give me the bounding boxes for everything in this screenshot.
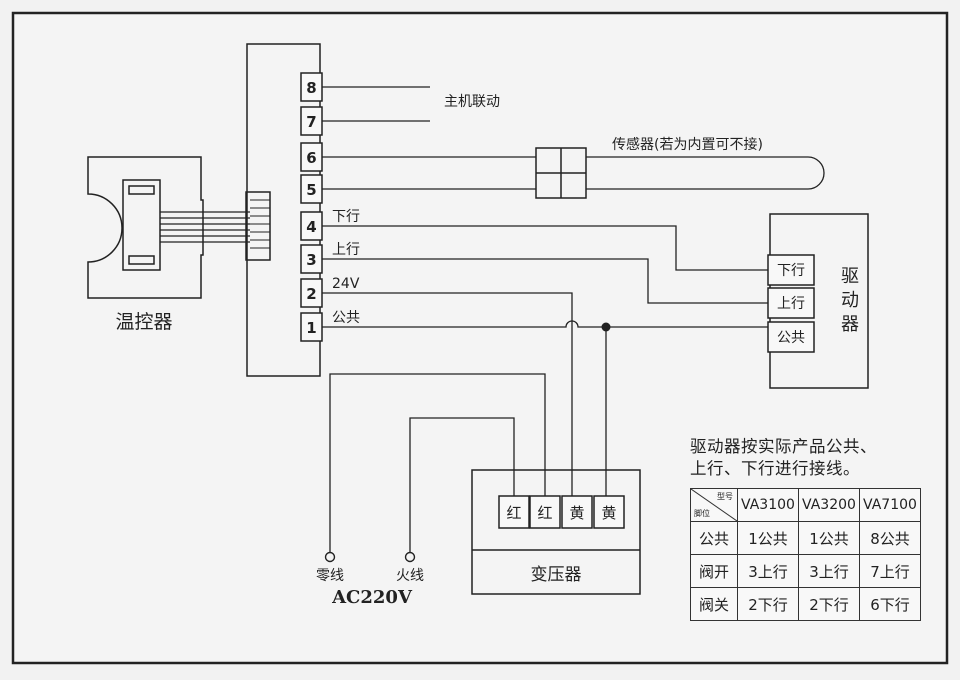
table-row: 公共 1公共 1公共 8公共 bbox=[690, 521, 921, 555]
transformer-label: 变压器 bbox=[531, 565, 582, 585]
row-header: 公共 bbox=[690, 521, 738, 555]
table-row: 阀开 3上行 3上行 7上行 bbox=[690, 554, 921, 588]
driver-terminal-box bbox=[767, 254, 815, 286]
corner-bottom-label: 脚位 bbox=[694, 509, 710, 518]
thermostat-label: 温控器 bbox=[115, 311, 172, 333]
pin-label: 下行 bbox=[332, 209, 360, 225]
thermostat-cable bbox=[160, 211, 250, 243]
connector-strip: 8 7 6 5 4 3 2 1 bbox=[246, 43, 323, 377]
wire-pin1-common bbox=[322, 320, 768, 328]
wires bbox=[322, 86, 825, 552]
table-header-row: 型号 脚位 VA3100 VA3200 VA7100 bbox=[690, 488, 921, 522]
note-line-2: 上行、下行进行接线。 bbox=[690, 459, 860, 478]
driver-note: 驱动器按实际产品公共、 上行、下行进行接线。 bbox=[690, 436, 950, 480]
transformer-body bbox=[471, 469, 641, 595]
table-cell: 3上行 bbox=[737, 554, 799, 588]
connector-pin-number: 5 bbox=[306, 181, 316, 199]
transformer-terminal-label: 黄 bbox=[569, 504, 584, 522]
cable-plug bbox=[245, 191, 271, 261]
transformer-terminal-box bbox=[561, 495, 593, 529]
wire-pin3-up bbox=[322, 258, 768, 304]
sensor-loop bbox=[586, 156, 825, 190]
transformer-terminal-label: 红 bbox=[506, 504, 521, 522]
model-header: VA3200 bbox=[798, 488, 860, 522]
live-terminal-icon bbox=[404, 551, 416, 563]
model-pin-table: 型号 脚位 VA3100 VA3200 VA7100 公共 1公共 1公共 8公… bbox=[690, 488, 921, 621]
host-link-label: 主机联动 bbox=[444, 94, 500, 110]
table-cell: 2下行 bbox=[737, 587, 799, 621]
thermostat-body bbox=[87, 156, 204, 299]
supply-label: AC220V bbox=[331, 587, 413, 608]
transformer-terminals: 红红黄黄 bbox=[498, 495, 625, 529]
thermostat-terminal-top bbox=[128, 185, 155, 195]
plug-ribs bbox=[250, 199, 270, 249]
table-cell: 1公共 bbox=[737, 521, 799, 555]
model-header: VA7100 bbox=[859, 488, 921, 522]
junction-dot bbox=[601, 322, 611, 332]
driver-terminal-box bbox=[767, 287, 815, 319]
table-cell: 6下行 bbox=[859, 587, 921, 621]
note-line-1: 驱动器按实际产品公共、 bbox=[690, 437, 877, 456]
driver-label: 驱动器 bbox=[841, 266, 859, 335]
table-cell: 3上行 bbox=[798, 554, 860, 588]
row-header: 阀开 bbox=[690, 554, 738, 588]
table-cell: 8公共 bbox=[859, 521, 921, 555]
wire-pin2-24v bbox=[322, 292, 573, 496]
connector-pin-number: 4 bbox=[306, 218, 316, 236]
connector-pin-number: 2 bbox=[306, 285, 316, 303]
live-label: 火线 bbox=[396, 568, 424, 584]
table-cell: 7上行 bbox=[859, 554, 921, 588]
transformer-terminal-box bbox=[593, 495, 625, 529]
connector-pin-number: 1 bbox=[306, 319, 316, 337]
thermostat-terminal-bottom bbox=[128, 255, 155, 265]
transformer-terminal-label: 红 bbox=[537, 504, 552, 522]
connector-housing bbox=[246, 43, 321, 377]
transformer-terminal-box bbox=[498, 495, 530, 529]
row-header: 阀关 bbox=[690, 587, 738, 621]
driver-terminal-label: 下行 bbox=[777, 263, 805, 279]
wire-pin4-down bbox=[322, 225, 768, 271]
thermostat bbox=[87, 156, 271, 299]
table-cell: 1公共 bbox=[798, 521, 860, 555]
driver-terminal-label: 上行 bbox=[777, 296, 805, 312]
table-corner-cell: 型号 脚位 bbox=[690, 488, 738, 522]
pin-label: 24V bbox=[332, 276, 360, 292]
driver-terminal-label: 公共 bbox=[777, 330, 805, 346]
sensor-label: 传感器(若为内置可不接) bbox=[612, 136, 763, 153]
pin-label: 公共 bbox=[332, 310, 360, 326]
sensor-plug bbox=[535, 147, 587, 199]
connector-pins: 8 7 6 5 4 3 2 1 bbox=[300, 72, 323, 342]
table-cell: 2下行 bbox=[798, 587, 860, 621]
table-row: 阀关 2下行 2下行 6下行 bbox=[690, 587, 921, 621]
wire-neutral bbox=[329, 373, 546, 552]
connector-pin-number: 3 bbox=[306, 251, 316, 269]
connector-pin-number: 8 bbox=[306, 79, 316, 97]
neutral-label: 零线 bbox=[316, 568, 344, 584]
thermostat-terminal-block bbox=[122, 179, 161, 271]
neutral-terminal-icon bbox=[324, 551, 336, 563]
connector-pin-number: 7 bbox=[306, 113, 316, 131]
corner-top-label: 型号 bbox=[717, 492, 733, 501]
model-header: VA3100 bbox=[737, 488, 799, 522]
driver-terminal-box bbox=[767, 321, 815, 353]
transformer-terminal-box bbox=[529, 495, 561, 529]
transformer-terminal-label: 黄 bbox=[601, 504, 616, 522]
transformer: 红红黄黄 变压器 bbox=[471, 469, 641, 595]
connector-pin-number: 6 bbox=[306, 149, 316, 167]
wire-live bbox=[409, 417, 515, 552]
pin-label: 上行 bbox=[332, 242, 360, 258]
